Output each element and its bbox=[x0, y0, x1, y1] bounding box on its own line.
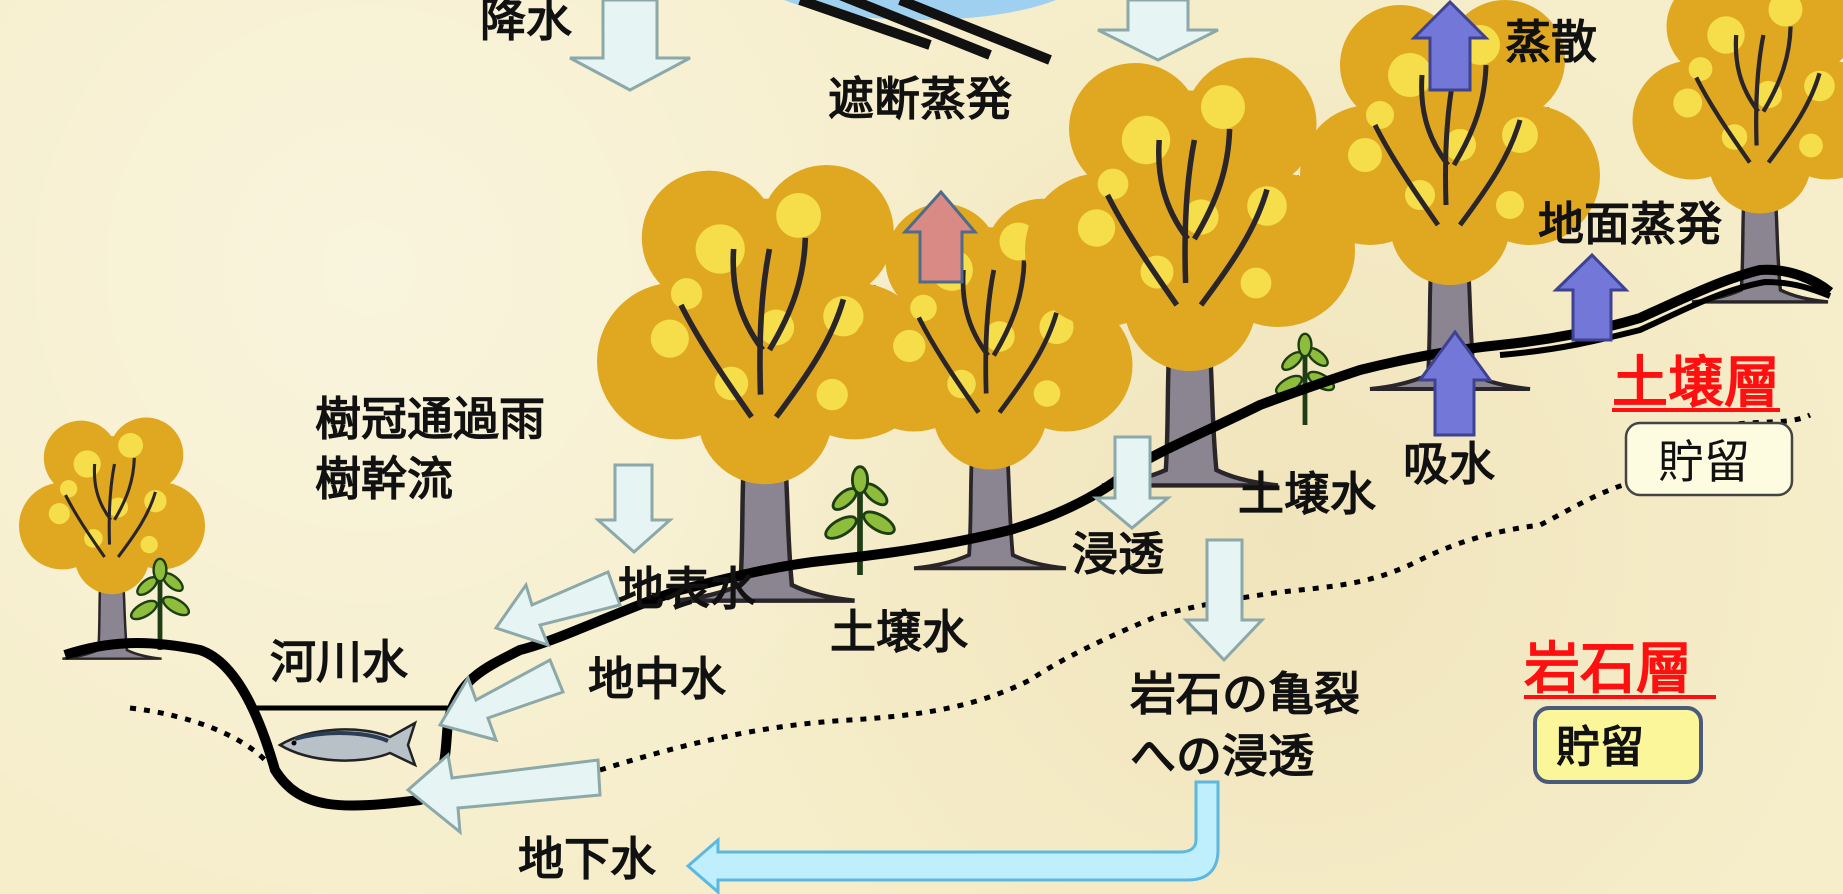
label-rock-crack-infiltration: への浸透 bbox=[1130, 729, 1315, 783]
subsurface-water-arrow bbox=[437, 657, 565, 743]
legend-soil-layer: 土壌層 貯留 bbox=[1612, 351, 1794, 497]
ground-surface-line bbox=[63, 264, 1834, 811]
groundwater-flow-arrow bbox=[685, 780, 1220, 894]
label-ground-evaporation: 地面蒸発 bbox=[1538, 197, 1723, 251]
rock-layer-title: 岩石層 bbox=[1524, 637, 1692, 702]
ground-evaporation-arrow bbox=[1552, 252, 1630, 342]
label-infiltration: 浸透 bbox=[1072, 527, 1165, 581]
soil-storage-box bbox=[1624, 421, 1794, 497]
tree-5 bbox=[1633, 0, 1843, 302]
label-interception-evaporation: 遮断蒸発 bbox=[828, 72, 1013, 126]
label-subsurface-water: 地中水 bbox=[588, 652, 727, 706]
rock-crack-infiltration-arrow bbox=[1182, 538, 1266, 663]
label-rock-crack: 岩石の亀裂 bbox=[1130, 667, 1360, 721]
label-river-water: 河川水 bbox=[270, 635, 409, 689]
groundwater-to-river-arrow bbox=[405, 752, 602, 836]
label-soil-water-right: 土壌水 bbox=[1238, 467, 1377, 521]
label-throughfall: 樹冠通過雨 bbox=[315, 392, 545, 446]
label-stemflow: 樹幹流 bbox=[315, 452, 453, 506]
label-absorption: 吸水 bbox=[1403, 437, 1496, 491]
label-soil-water-left: 土壌水 bbox=[830, 605, 969, 659]
legend-rock-layer: 岩石層 貯留 bbox=[1524, 637, 1716, 784]
label-surface-water: 地表水 bbox=[618, 562, 757, 616]
soil-layer-title: 土壌層 bbox=[1612, 351, 1780, 416]
surface-water-arrow bbox=[493, 569, 622, 648]
label-precipitation: 降水 bbox=[480, 0, 573, 47]
precipitation-arrow-right bbox=[1097, 0, 1219, 62]
rain-cloud bbox=[784, 0, 1056, 65]
ground-surface-line-ext bbox=[1499, 278, 1832, 358]
interception-evaporation-arrow bbox=[901, 189, 979, 284]
throughfall-arrow bbox=[594, 463, 674, 555]
tree-far-left bbox=[19, 418, 205, 659]
fish-icon bbox=[277, 720, 418, 768]
rock-storage-box bbox=[1533, 706, 1703, 784]
label-groundwater: 地下水 bbox=[518, 832, 657, 886]
infiltration-arrow bbox=[1091, 435, 1173, 530]
soil-storage-label: 貯留 bbox=[1658, 435, 1750, 489]
transpiration-arrow bbox=[1410, 0, 1490, 92]
rock-storage-label: 貯留 bbox=[1556, 722, 1644, 773]
label-transpiration: 蒸散 bbox=[1505, 15, 1597, 69]
absorption-arrow bbox=[1417, 329, 1493, 437]
precipitation-arrow bbox=[569, 0, 691, 92]
